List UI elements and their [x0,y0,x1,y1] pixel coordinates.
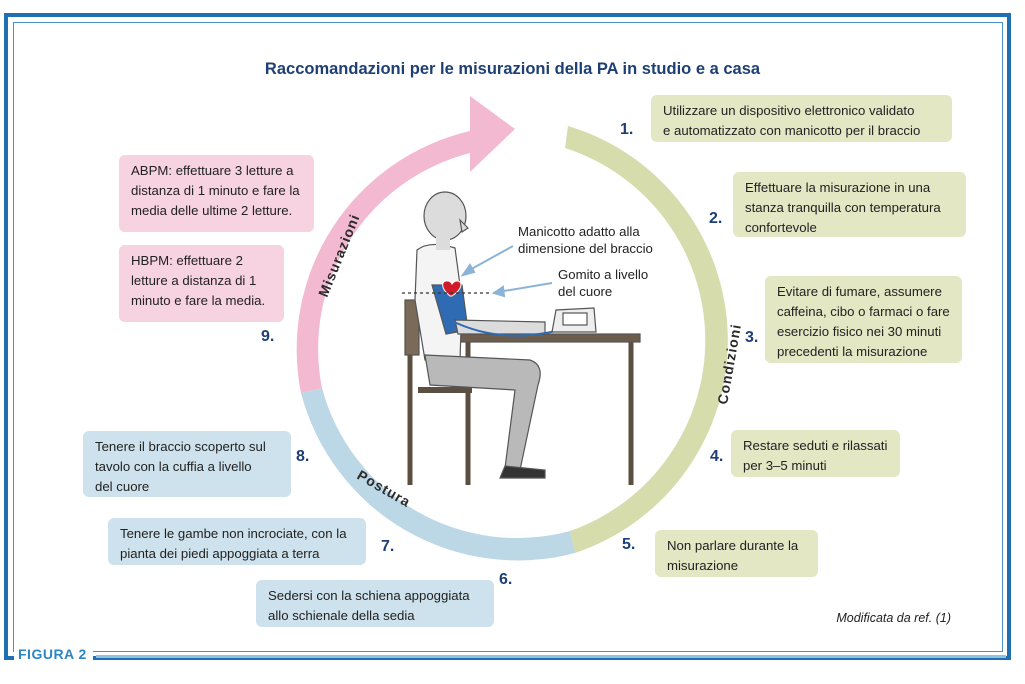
recommendation-7: Tenere le gambe non incrociate, con la p… [108,518,366,565]
step-number-7: 7. [381,538,395,555]
abpm-line3: media delle ultime 2 letture. [131,203,293,218]
recommendation-6-line1: Sedersi con la schiena appoggiata [268,588,470,603]
recommendation-9-hbpm: HBPM: effettuare 2 letture a distanza di… [119,245,284,322]
recommendation-7-line2: pianta dei piedi appoggiata a terra [120,546,320,561]
step-number-8: 8. [296,448,310,465]
recommendation-5-line1: Non parlare durante la [667,538,799,553]
step-number-9: 9. [261,328,275,345]
postura-arc [301,388,575,561]
recommendation-6: Sedersi con la schiena appoggiata allo s… [256,580,494,627]
misurazioni-arc [296,96,515,393]
figure-label: FIGURA 2 [14,646,93,662]
recommendation-8-line2: tavolo con la cuffia a livello [95,459,252,474]
recommendation-1-line2: e automatizzato con manicotto per il bra… [663,123,921,138]
step-number-5: 5. [622,536,636,553]
recommendation-3-line4: precedenti la misurazione [777,344,928,359]
recommendation-2-line2: stanza tranquilla con temperatura [745,200,941,215]
recommendation-3-line2: caffeina, cibo o farmaci o fare [777,304,950,319]
recommendation-1: Utilizzare un dispositivo elettronico va… [651,95,952,142]
recommendation-3-line1: Evitare di fumare, assumere [777,284,942,299]
outer-frame [4,13,1011,660]
step-number-6: 6. [499,571,513,588]
recommendation-4-line1: Restare seduti e rilassati [743,438,888,453]
abpm-line1: ABPM: effettuare 3 letture a [131,163,294,178]
figure-title: Raccomandazioni per le misurazioni della… [264,60,761,78]
recommendation-9-abpm: ABPM: effettuare 3 letture a distanza di… [119,155,314,232]
recommendation-7-line1: Tenere le gambe non incrociate, con la [120,526,347,541]
recommendation-8-line3: del cuore [95,479,150,494]
recommendation-1-line1: Utilizzare un dispositivo elettronico va… [663,103,915,118]
step-number-3: 3. [745,329,759,346]
step-number-1: 1. [620,121,634,138]
cuff-label-line1: Manicotto adatto alla [518,224,640,239]
hbpm-line3: minuto e fare la media. [131,293,266,308]
person-illustration [404,191,641,485]
step-number-4: 4. [710,448,724,465]
recommendation-2-line3: confortevole [745,220,817,235]
figure-label-line [96,655,1006,658]
hbpm-line2: letture a distanza di 1 [131,273,257,288]
heart-icon [442,280,462,297]
recommendation-3-line3: esercizio fisico nei 30 minuti [777,324,942,339]
recommendation-6-line2: allo schienale della sedia [268,608,415,623]
step-number-2: 2. [709,210,723,227]
pointer-arrows [460,245,553,298]
cuff-label: Manicotto adatto alla dimensione del bra… [518,223,653,257]
recommendation-3: Evitare di fumare, assumere caffeina, ci… [765,276,962,363]
recommendation-8-line1: Tenere il braccio scoperto sul [95,439,266,454]
source-caption: Modificata da ref. (1) [836,611,951,625]
recommendation-5: Non parlare durante la misurazione [655,530,818,577]
hbpm-line1: HBPM: effettuare 2 [131,253,243,268]
elbow-label: Gomito a livello del cuore [558,266,648,300]
recommendation-4: Restare seduti e rilassati per 3–5 minut… [731,430,900,477]
recommendation-2-line1: Effettuare la misurazione in una [745,180,931,195]
recommendation-8: Tenere il braccio scoperto sul tavolo co… [83,431,291,497]
condizioni-arc [565,126,728,553]
recommendation-4-line2: per 3–5 minuti [743,458,827,473]
elbow-label-line2: del cuore [558,284,613,299]
abpm-line2: distanza di 1 minuto e fare la [131,183,300,198]
elbow-label-line1: Gomito a livello [558,267,649,282]
cuff-label-line2: dimensione del braccio [518,241,653,256]
inner-frame [13,22,1003,652]
recommendation-2: Effettuare la misurazione in una stanza … [733,172,966,237]
recommendation-5-line2: misurazione [667,558,739,573]
